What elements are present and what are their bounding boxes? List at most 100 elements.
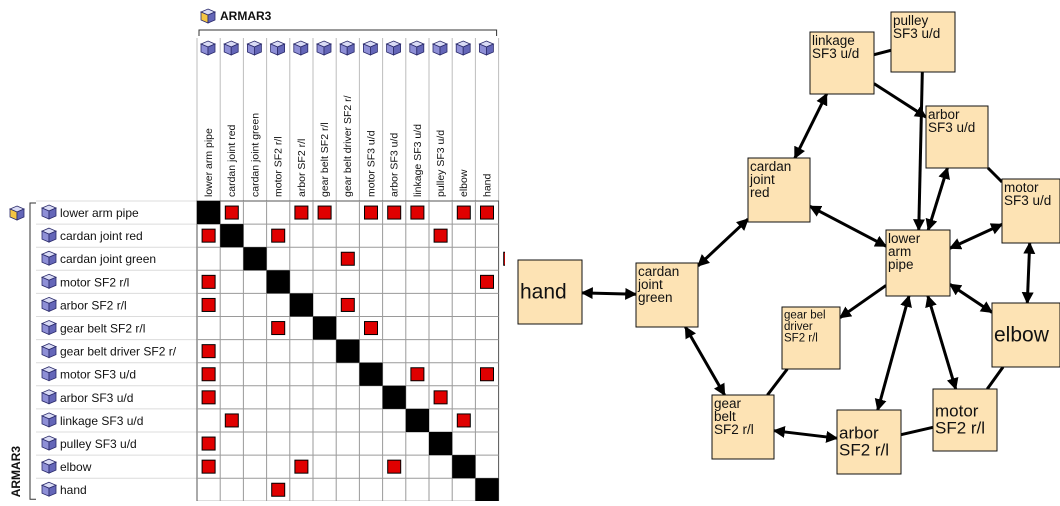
dependency-edge: [949, 283, 993, 314]
column-component-icon: [362, 40, 379, 56]
node-label: hand: [520, 281, 567, 304]
diagonal-cell: [429, 432, 453, 456]
node-label: SF3 u/d: [812, 46, 859, 61]
dsm-column-group-title: ARMAR3: [220, 9, 272, 23]
column-component-icon: [246, 40, 263, 56]
row-header-label: motor SF2 r/l: [60, 275, 129, 289]
node-label: elbow: [994, 324, 1050, 347]
row-component-icon: [40, 320, 58, 336]
column-component-icon: [455, 40, 472, 56]
dependency-mark: [364, 205, 378, 220]
graph-node-elbow[interactable]: elbow: [991, 302, 1060, 368]
dependency-mark: [317, 205, 332, 220]
node-box: [635, 262, 699, 328]
dependency-edge: [900, 425, 934, 437]
node-label: arbor: [928, 107, 960, 122]
dependency-mark: [271, 228, 286, 243]
node-label: SF3 u/d: [893, 26, 940, 41]
node-label: driver: [784, 321, 813, 333]
dependency-mark: [340, 251, 355, 266]
row-component-icon: [40, 366, 58, 382]
dependency-edge: [808, 204, 888, 248]
column-component-icon: [199, 40, 217, 56]
node-label: SF3 u/d: [1004, 193, 1051, 208]
column-header-label: hand: [481, 173, 493, 197]
node-label: cardan: [750, 159, 791, 174]
row-component-icon: [40, 435, 58, 451]
row-header-label: pulley SF3 u/d: [60, 437, 137, 451]
node-label: linkage: [812, 33, 855, 48]
node-box: [885, 229, 951, 297]
column-header-label: cardan joint red: [226, 124, 238, 197]
dependency-mark: [456, 413, 471, 428]
column-header-label: pulley SF3 u/d: [435, 130, 447, 197]
diagonal-cell: [197, 201, 221, 225]
node-label: SF2 r/l: [839, 441, 889, 460]
dependency-mark: [201, 436, 216, 451]
diagonal-cell: [313, 316, 337, 340]
dependency-edge: [839, 284, 887, 319]
diagonal-cell: [336, 339, 360, 363]
dependency-edge: [912, 71, 925, 232]
diagonal-cell: [382, 385, 406, 409]
column-component-icon: [431, 40, 449, 56]
node-label: SF3 u/d: [928, 120, 975, 135]
root-component-icon: [199, 8, 217, 24]
node-label: pipe: [888, 257, 914, 272]
dependency-mark: [480, 367, 494, 382]
dependency-mark: [340, 297, 355, 312]
dependency-mark: [433, 228, 448, 243]
diagonal-cell: [243, 247, 267, 271]
diagonal-cell: [220, 224, 244, 248]
dependency-mark: [201, 228, 216, 243]
row-header-label: cardan joint red: [60, 229, 143, 243]
node-label: red: [750, 185, 770, 200]
root-component-icon-left: [8, 205, 26, 221]
dependency-edge: [874, 294, 912, 412]
dependency-mark: [271, 321, 286, 336]
row-header-label: cardan joint green: [60, 252, 156, 266]
dependency-mark: [410, 205, 425, 220]
row-header-label: hand: [60, 483, 87, 497]
row-component-icon: [40, 273, 58, 289]
dependency-mark: [201, 297, 216, 312]
dependency-mark: [294, 205, 309, 220]
node-box: [991, 302, 1060, 368]
column-component-icon: [339, 40, 356, 56]
node-label: joint: [749, 172, 775, 187]
dependency-mark: [201, 367, 216, 382]
row-component-icon: [40, 204, 58, 220]
column-header-label: arbor SF2 r/l: [296, 139, 308, 197]
dependency-edge: [925, 294, 959, 391]
node-box: [517, 259, 583, 325]
row-header-label: arbor SF2 r/l: [60, 298, 127, 312]
column-component-icon: [269, 40, 286, 56]
row-header-label: linkage SF3 u/d: [60, 414, 143, 428]
column-header-label: arbor SF3 u/d: [389, 133, 401, 197]
dependency-edge: [986, 166, 1004, 184]
row-header-label: lower arm pipe: [60, 206, 139, 220]
graph-node-hand[interactable]: hand: [517, 259, 583, 325]
diagonal-cell: [359, 362, 383, 386]
row-header-label: arbor SF3 u/d: [60, 391, 133, 405]
node-box: [925, 105, 989, 169]
diagonal-cell: [289, 293, 313, 317]
dependency-mark: [433, 390, 448, 405]
dependency-edge: [684, 325, 726, 397]
row-component-icon: [40, 458, 58, 474]
